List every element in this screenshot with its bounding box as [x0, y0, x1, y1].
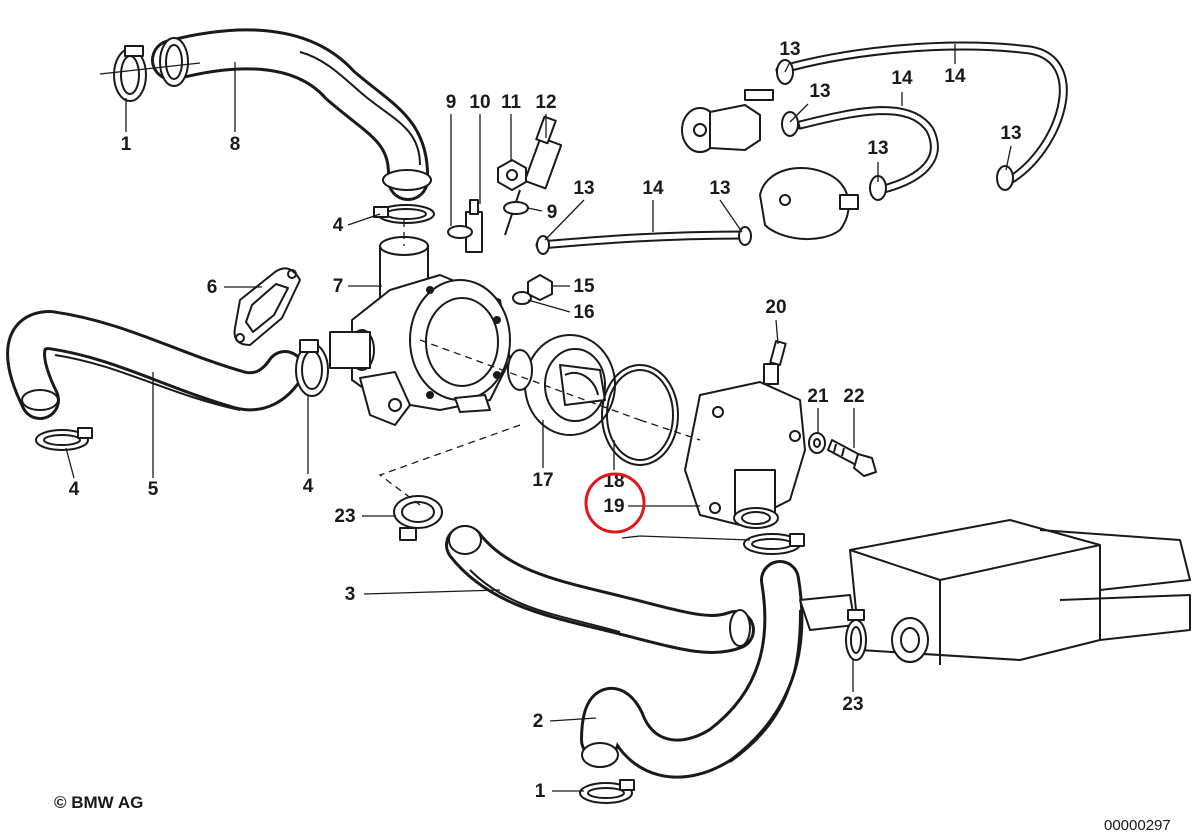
callout-11: 11 [501, 92, 522, 113]
washer-21 [808, 432, 826, 454]
hose-clamp-1-top [99, 45, 201, 102]
callout-2: 2 [533, 711, 544, 732]
hose-clamp-4-lower [35, 427, 93, 451]
callout-13-d: 13 [867, 138, 888, 159]
callout-23-left: 23 [334, 506, 355, 527]
highlight-circle [584, 472, 646, 534]
o-ring-18 [601, 364, 679, 466]
thermostat-cover-19 [684, 363, 806, 529]
callout-7: 7 [333, 276, 344, 297]
hose-clamp-23-left [393, 495, 443, 541]
callout-18: 18 [603, 471, 624, 492]
callout-4-upper: 4 [333, 215, 344, 236]
hose-clamp-4-middle [295, 339, 329, 397]
callout-13-b: 13 [809, 81, 830, 102]
engine-block [799, 519, 1191, 665]
callout-17: 17 [532, 470, 553, 491]
callout-20: 20 [765, 297, 786, 318]
leader-lines [65, 44, 1012, 792]
nut-11 [497, 159, 527, 191]
hose-clamp-23-right [845, 609, 867, 661]
hose-clamps-13 [536, 59, 1014, 255]
copyright-text: © BMW AG [54, 793, 143, 812]
hose-2 [580, 560, 804, 779]
washer-16 [512, 291, 532, 305]
callout-13-c: 13 [1000, 123, 1021, 144]
callout-19: 19 [603, 496, 624, 517]
washer-9-right [503, 201, 529, 215]
callout-22: 22 [843, 386, 864, 407]
callout-14-b: 14 [891, 68, 913, 89]
bleed-screw-20 [769, 340, 787, 366]
callout-6: 6 [207, 277, 218, 298]
callout-8: 8 [230, 134, 241, 155]
bolt-22 [827, 439, 877, 477]
callout-21: 21 [807, 386, 829, 407]
gasket-6 [233, 267, 301, 346]
callout-1-bottom: 1 [535, 781, 546, 802]
callout-1-top: 1 [121, 134, 132, 155]
hose-clamp-upper-2 [743, 533, 805, 555]
callout-13-a: 13 [779, 39, 800, 60]
callout-15: 15 [573, 276, 595, 297]
vacuum-valve [681, 89, 774, 153]
thermostat-17 [507, 334, 616, 436]
callout-23-right: 23 [842, 694, 863, 715]
callout-14-c: 14 [642, 178, 664, 199]
sensor-10 [465, 199, 483, 253]
hose-3 [445, 525, 755, 655]
figure-number: 00000297 [1104, 817, 1171, 834]
hose-clamp-4-upper [373, 204, 435, 224]
thermostat-housing-7 [349, 236, 511, 426]
hose-5 [6, 310, 305, 420]
hose-8 [151, 28, 432, 201]
callout-13-e: 13 [573, 178, 594, 199]
callout-13-f: 13 [709, 178, 730, 199]
callout-4-middle: 4 [303, 476, 314, 497]
pipe-stub [329, 331, 371, 369]
callout-3: 3 [345, 584, 356, 605]
callout-12: 12 [535, 92, 556, 113]
assembly-lines [378, 220, 701, 506]
callout-9-lower: 9 [547, 202, 558, 223]
hose-clamp-1-bottom [579, 779, 635, 804]
callout-4-left: 4 [69, 479, 80, 500]
callout-10: 10 [469, 92, 490, 113]
callout-labels: 1 8 9 10 11 12 13 14 13 14 13 13 13 14 1… [69, 39, 1022, 802]
vacuum-hoses-14 [535, 41, 1068, 250]
washer-9-upper [447, 225, 473, 239]
callout-9-upper: 9 [446, 92, 457, 113]
callout-14-a: 14 [944, 66, 966, 87]
callout-5: 5 [148, 479, 159, 500]
callout-16: 16 [573, 302, 594, 323]
distributor-cap [759, 166, 859, 241]
